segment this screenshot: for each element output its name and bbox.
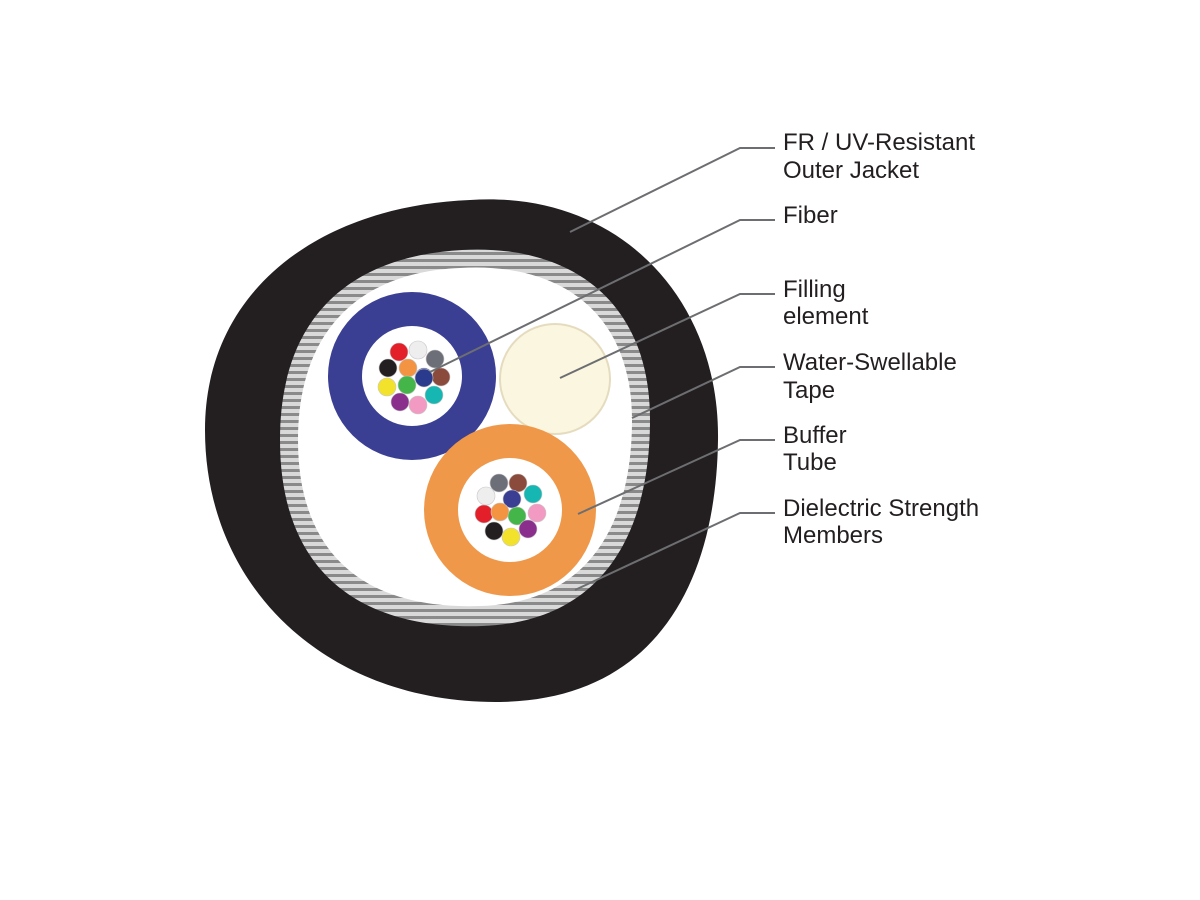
leader-buffer-tube: [577, 439, 775, 515]
fiber-dot: [507, 506, 527, 526]
fiber-dot: [508, 473, 528, 493]
fiber-dot: [476, 486, 496, 506]
fiber-dot: [424, 385, 444, 405]
orange-tube-fibers: [474, 473, 547, 547]
fiber-dot: [397, 375, 417, 395]
fiber-dot: [408, 395, 428, 415]
orange-buffer-tube: [424, 424, 596, 596]
fiber-dot: [523, 484, 543, 504]
fiber-dot: [502, 489, 522, 509]
leader-filling-element: [559, 293, 775, 379]
fiber-dot: [425, 349, 445, 369]
fiber-dot: [527, 503, 547, 523]
fiber-dot: [489, 473, 509, 493]
label-fiber: Fiber: [783, 202, 838, 229]
leader-lines: [429, 147, 775, 591]
fiber-dot: [408, 340, 428, 360]
label-dielectric-strength-members: Dielectric Strength Members: [783, 495, 986, 549]
leader-fiber: [429, 219, 775, 373]
label-buffer-tube: Buffer Tube: [783, 422, 853, 476]
fiber-dot: [390, 392, 410, 412]
leader-dielectric-strength-members: [574, 512, 775, 591]
blue-tube-fibers: [377, 340, 451, 415]
fiber-dot: [377, 377, 397, 397]
filling-element-circle: [499, 323, 611, 435]
fiber-dot: [490, 502, 510, 522]
label-outer-jacket: FR / UV-Resistant Outer Jacket: [783, 129, 982, 184]
fiber-dot: [414, 368, 434, 388]
fiber-dot: [378, 358, 398, 378]
leader-outer-jacket: [569, 147, 775, 233]
fiber-dot: [484, 521, 504, 541]
blue-buffer-tube: [328, 292, 496, 460]
fiber-dot: [389, 342, 409, 362]
fiber-dot: [398, 358, 418, 378]
fiber-dot: [501, 527, 521, 547]
fiber-dot: [518, 519, 538, 539]
label-water-swellable-tape: Water-Swellable Tape: [783, 349, 964, 404]
leader-water-swellable-tape: [631, 366, 775, 419]
fiber-dot: [474, 504, 494, 524]
label-group: FR / UV-Resistant Outer Jacket Fiber Fil…: [783, 129, 986, 549]
label-filling-element: Filling element: [783, 276, 869, 330]
